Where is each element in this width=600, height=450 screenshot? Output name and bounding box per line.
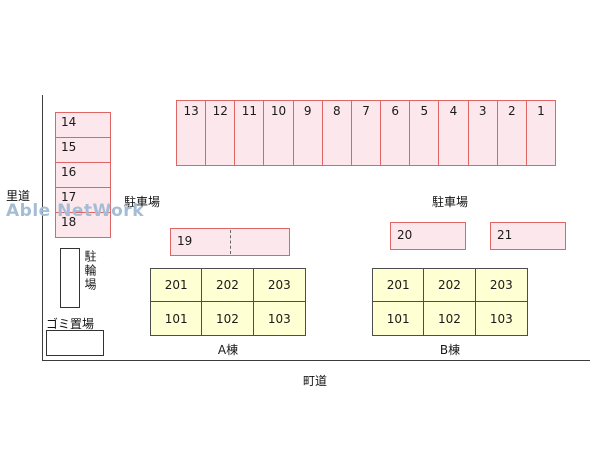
unit-number: 202 bbox=[424, 269, 476, 302]
parking-space: 4 bbox=[438, 100, 469, 166]
unit-number: 201 bbox=[151, 269, 203, 302]
unit-number: 102 bbox=[202, 302, 254, 335]
parking-space-number: 21 bbox=[497, 228, 513, 242]
garbage-area-label: ゴミ置場 bbox=[46, 317, 95, 331]
parking-space: 5 bbox=[409, 100, 440, 166]
parking-space: 8 bbox=[321, 100, 352, 166]
parking-label-left: 駐車場 bbox=[124, 195, 161, 209]
bottom-boundary-line bbox=[42, 360, 590, 361]
parking-space-number: 19 bbox=[177, 234, 193, 248]
left-boundary-line bbox=[42, 95, 43, 360]
unit-number: 103 bbox=[489, 311, 513, 326]
parking-space: 7 bbox=[350, 100, 382, 166]
parking-space: 1 bbox=[525, 100, 557, 166]
unit-number: 101 bbox=[373, 302, 425, 335]
unit-number: 101 bbox=[151, 302, 203, 335]
left-road-label: 里道 bbox=[6, 189, 31, 203]
parking-space: 11 bbox=[234, 100, 265, 166]
able-network-watermark: Able NetWork bbox=[6, 201, 144, 221]
bicycle-parking-area bbox=[60, 248, 80, 308]
parking-space-20: 20 bbox=[390, 222, 466, 250]
bottom-road-label: 町道 bbox=[302, 374, 327, 388]
parking-space: 14 bbox=[55, 112, 111, 138]
parking-space-19: 19 bbox=[170, 228, 290, 256]
parking-space: 2 bbox=[496, 100, 527, 166]
parking-space: 16 bbox=[55, 162, 111, 188]
garbage-area bbox=[46, 330, 104, 356]
unit-number: 103 bbox=[267, 311, 291, 326]
parking-space: 9 bbox=[292, 100, 323, 166]
parking-divider-dashed bbox=[230, 230, 231, 254]
parking-space-number: 20 bbox=[397, 228, 413, 242]
unit-number: 203 bbox=[475, 269, 527, 302]
unit-number: 203 bbox=[253, 269, 305, 302]
unit-number: 201 bbox=[373, 269, 425, 302]
parking-space: 12 bbox=[205, 100, 236, 166]
building-b-label: B棟 bbox=[439, 343, 461, 357]
parking-space: 17 bbox=[55, 187, 111, 213]
parking-space: 10 bbox=[263, 100, 294, 166]
parking-space: 15 bbox=[55, 137, 111, 163]
parking-space: 18 bbox=[55, 212, 111, 238]
parking-space-21: 21 bbox=[490, 222, 566, 250]
parking-space: 13 bbox=[176, 100, 207, 166]
building-a-label: A棟 bbox=[217, 343, 239, 357]
unit-number: 202 bbox=[202, 269, 254, 302]
parking-label-right: 駐車場 bbox=[432, 195, 469, 209]
parking-space: 3 bbox=[467, 100, 498, 166]
parking-space: 6 bbox=[380, 100, 411, 166]
bicycle-parking-label: 駐輪場 bbox=[83, 250, 97, 292]
unit-number: 102 bbox=[424, 302, 476, 335]
